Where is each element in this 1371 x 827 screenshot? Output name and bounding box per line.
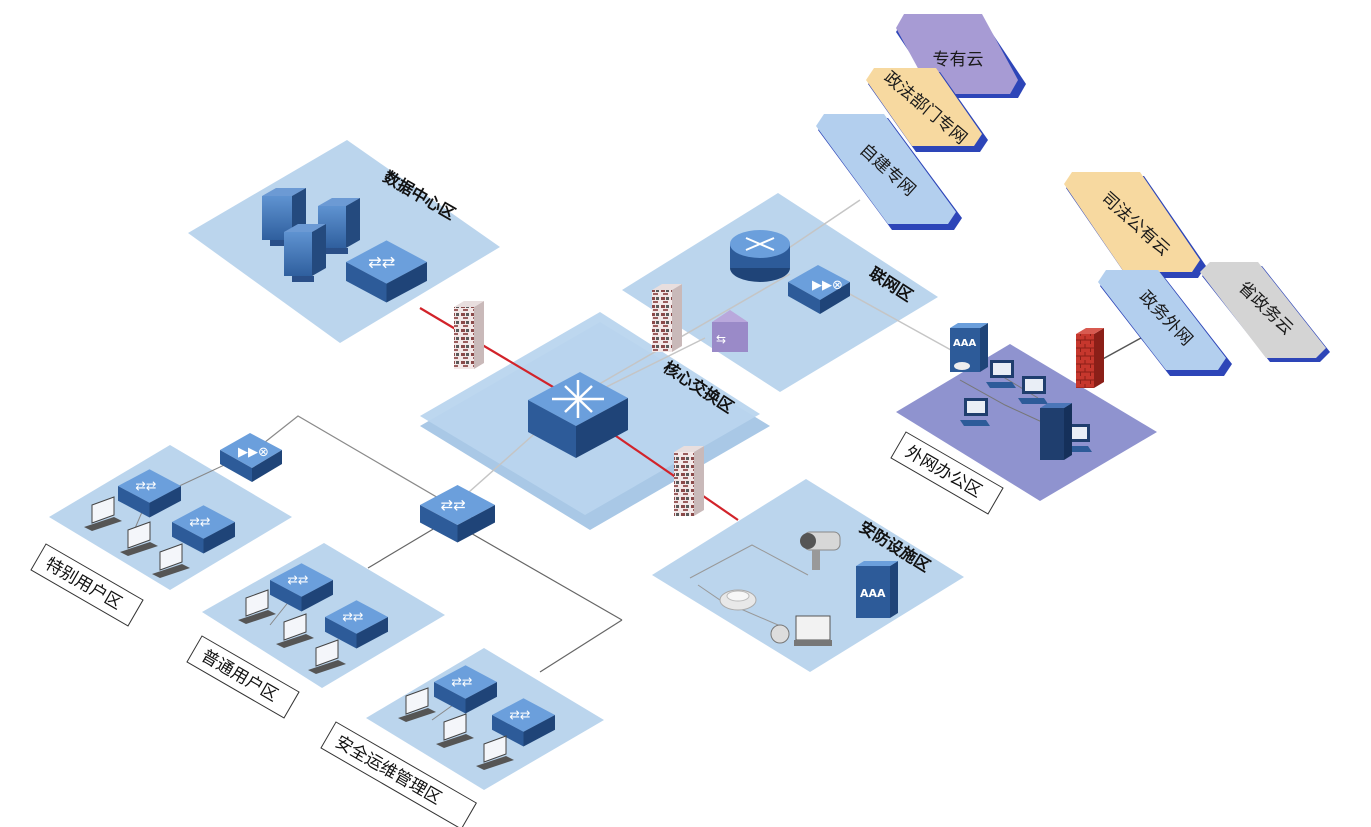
firewall-red-icon <box>1076 328 1104 388</box>
server-icon <box>284 224 326 282</box>
switch-icon: ⇄⇄ <box>172 505 235 554</box>
vpn-gateway-icon: ⇆ <box>712 310 748 352</box>
laptop-icon <box>120 521 158 556</box>
svg-text:⇄⇄: ⇄⇄ <box>189 514 211 529</box>
svg-text:AAA: AAA <box>953 338 976 349</box>
svg-text:专有云: 专有云 <box>933 50 984 70</box>
svg-text:⇄⇄: ⇄⇄ <box>368 252 395 271</box>
laptop-icon <box>436 713 474 748</box>
laptop-icon <box>152 543 190 578</box>
camera-icon <box>800 531 841 570</box>
firewall-icon <box>674 446 704 516</box>
switch-icon: ⇄⇄ <box>434 665 497 714</box>
svg-text:▶▶⊗: ▶▶⊗ <box>238 445 269 460</box>
network-provincial-gov-cloud: 省政务云 <box>1200 262 1330 362</box>
svg-text:⇄⇄: ⇄⇄ <box>451 674 473 689</box>
switch-icon: ⇄⇄ <box>346 240 427 303</box>
switch-icon: ⇄⇄ <box>118 469 181 518</box>
laptop-icon <box>84 496 122 531</box>
firewall-icon <box>454 301 484 369</box>
links <box>129 199 1151 721</box>
laptop-icon <box>238 589 276 624</box>
zone-plate-internet <box>622 193 938 392</box>
network-judicial-public-cloud: 司法公有云 <box>1064 172 1206 278</box>
laptop-icon <box>276 613 314 648</box>
svg-text:⇄⇄: ⇄⇄ <box>342 609 364 624</box>
aaa-server-icon: AAA <box>950 323 988 372</box>
aaa-server-icon: AAA <box>856 561 898 618</box>
laptop-icon <box>308 639 346 674</box>
switch-icon: ⇄⇄ <box>325 600 388 649</box>
switch-icon: ⇄⇄ <box>492 698 555 747</box>
pc-icon <box>986 360 1016 388</box>
zone-plate-security-ops <box>366 648 604 790</box>
switch-icon: ⇄⇄ <box>420 485 495 543</box>
network-self-built: 自建专网 <box>816 114 962 230</box>
svg-text:▶▶⊗: ▶▶⊗ <box>812 278 843 293</box>
guard-workstation-icon <box>770 615 832 646</box>
zone-plate-special-users <box>49 445 292 590</box>
smoke-detector-icon <box>719 589 757 611</box>
zone-plate-external-office <box>896 344 1157 501</box>
svg-text:⇆: ⇆ <box>716 332 726 346</box>
svg-text:⇄⇄: ⇄⇄ <box>135 478 157 493</box>
pc-icon <box>1018 376 1048 404</box>
zone-plate-security-facility <box>652 479 964 672</box>
server-icon <box>1040 403 1072 460</box>
svg-text:⇄⇄: ⇄⇄ <box>441 496 467 514</box>
svg-text:⇄⇄: ⇄⇄ <box>509 707 531 722</box>
network-gov-extranet: 政务外网 <box>1098 270 1232 376</box>
network-legal-dept: 政法部门专网 <box>866 68 988 152</box>
switch-icon: ⇄⇄ <box>270 563 333 612</box>
laptop-icon <box>476 735 514 770</box>
laptop-icon <box>398 687 436 722</box>
svg-text:⇄⇄: ⇄⇄ <box>287 572 309 587</box>
gateway-icon: ▶▶⊗ <box>220 433 282 482</box>
router-icon <box>730 230 790 282</box>
core-switch-icon <box>528 372 628 458</box>
pc-icon <box>960 398 990 426</box>
firewall-icon <box>652 284 682 352</box>
zone-plate-normal-users <box>202 543 445 688</box>
svg-text:AAA: AAA <box>860 587 886 600</box>
gateway-icon: ▶▶⊗ <box>788 265 850 314</box>
